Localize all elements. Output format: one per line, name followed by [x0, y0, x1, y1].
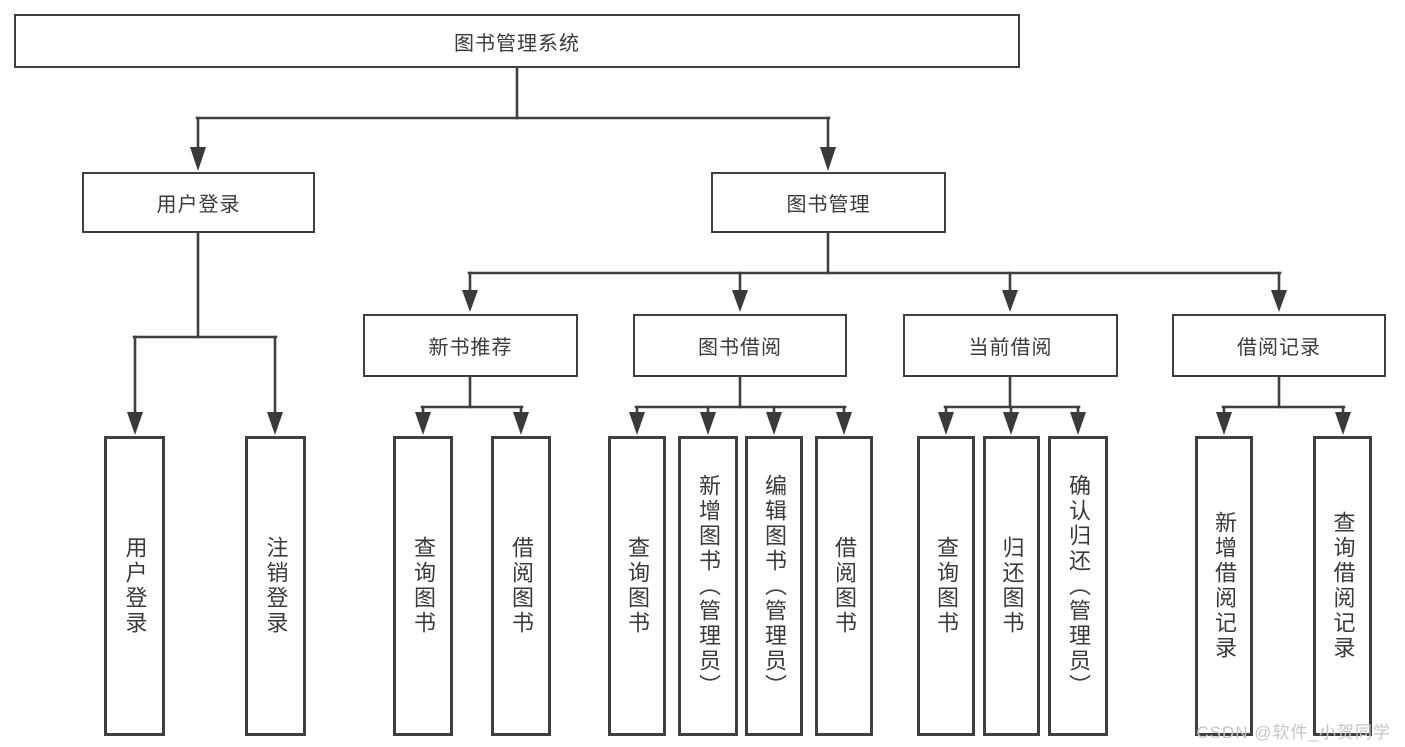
node-label: 图书管理: [786, 194, 871, 216]
node-label: 新书推荐: [428, 337, 513, 359]
node-label: 查询图书: [934, 536, 959, 636]
node-label: 当前借阅: [968, 337, 1053, 359]
node-user-login: 用户登录: [82, 172, 315, 233]
node-label: 注销登录: [263, 536, 289, 636]
leaf-return-books: 归还图书: [983, 436, 1040, 736]
node-label: 用户登录: [122, 536, 148, 636]
node-new-book-recommendation: 新书推荐: [363, 314, 578, 377]
node-label: 查询图书: [411, 536, 436, 636]
node-label: 查询图书: [625, 536, 650, 636]
node-book-borrowing: 图书借阅: [633, 314, 847, 377]
node-book-management: 图书管理: [711, 172, 946, 233]
leaf-logout: 注销登录: [245, 436, 306, 736]
node-label: 新增借阅记录: [1212, 511, 1237, 661]
node-label: 图书借阅: [698, 337, 782, 359]
node-current-borrowing: 当前借阅: [903, 314, 1118, 377]
leaf-user-login: 用户登录: [104, 436, 165, 736]
node-label: 借阅图书: [509, 536, 534, 636]
leaf-query-books-borrowing: 查询图书: [608, 436, 666, 736]
leaf-add-books-admin: 新增图书（管理员）: [678, 436, 738, 736]
node-label: 图书管理系统: [454, 32, 580, 55]
node-label: 新增图书（管理员）: [696, 473, 721, 699]
node-label: 借阅记录: [1237, 337, 1321, 359]
node-label: 查询借阅记录: [1330, 511, 1356, 661]
node-label: 借阅图书: [832, 536, 857, 636]
leaf-confirm-return-admin: 确认归还（管理员）: [1048, 436, 1108, 736]
node-label: 用户登录: [156, 194, 241, 216]
leaf-query-books-recommend: 查询图书: [393, 436, 453, 736]
node-label: 确认归还（管理员）: [1066, 473, 1091, 699]
leaf-edit-books-admin: 编辑图书（管理员）: [745, 436, 803, 736]
csdn-watermark: CSDN @软件_小贺同学: [1196, 723, 1391, 742]
leaf-add-borrow-record: 新增借阅记录: [1195, 436, 1253, 736]
leaf-borrow-books-recommend: 借阅图书: [491, 436, 551, 736]
leaf-borrow-books-borrowing: 借阅图书: [815, 436, 873, 736]
node-label: 归还图书: [999, 536, 1025, 636]
leaf-query-books-current: 查询图书: [917, 436, 975, 736]
node-borrowing-records: 借阅记录: [1172, 314, 1386, 377]
node-library-management-system: 图书管理系统: [14, 14, 1020, 68]
node-label: 编辑图书（管理员）: [762, 473, 787, 699]
leaf-query-borrow-record: 查询借阅记录: [1313, 436, 1372, 736]
